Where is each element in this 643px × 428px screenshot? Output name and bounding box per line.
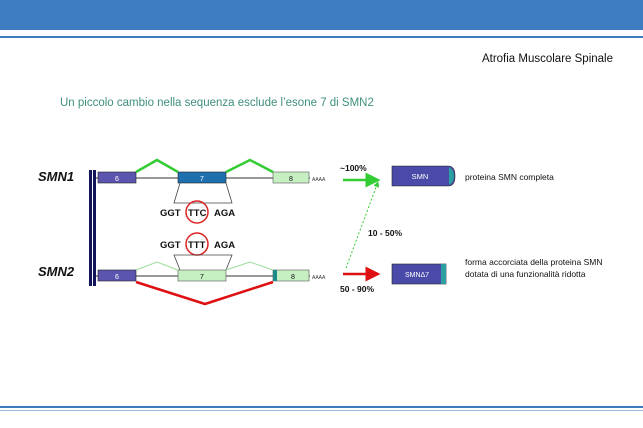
smn-protein-cap xyxy=(449,167,454,185)
footer-rule-thin xyxy=(0,410,643,411)
smn1-splice-6-7 xyxy=(135,158,179,174)
smn-protein-shape xyxy=(391,165,456,187)
smn2-exon-6-label: 6 xyxy=(115,274,119,281)
smn2-gene-label: SMN2 xyxy=(38,264,75,279)
smn-protein-label: SMN xyxy=(412,172,429,181)
smn2-exon-8-label: 8 xyxy=(291,274,295,281)
percent-smn2-delta: 50 - 90% xyxy=(340,284,374,294)
slide-subtitle: Un piccolo cambio nella sequenza esclude… xyxy=(60,97,374,109)
smn1-exon-8 xyxy=(272,171,310,184)
gene-bracket-left xyxy=(89,170,92,286)
top-title-bar xyxy=(0,0,643,30)
header-rule xyxy=(0,36,643,38)
smn-delta7-protein-label: SMNΔ7 xyxy=(405,272,429,279)
smn2-seq-mid: TTT xyxy=(188,240,206,251)
smn1-callout xyxy=(173,182,233,204)
smn1-polya-tail: AAAA xyxy=(312,177,326,183)
smn2-polya-tail: AAAA xyxy=(312,275,326,281)
smn1-exon-7 xyxy=(177,171,227,184)
smn2-splice-6-7 xyxy=(135,261,179,271)
gene-bracket-right xyxy=(93,170,96,286)
smn1-seq-right: AGA xyxy=(214,208,235,219)
smn1-splice-7-8 xyxy=(225,158,274,174)
smn2-to-smn-arrow xyxy=(345,181,380,269)
smn1-seq-left: GGT xyxy=(160,208,181,219)
smn1-exon-7-label: 7 xyxy=(200,176,204,183)
smn1-exon-8-label: 8 xyxy=(289,176,293,183)
smn1-exon-6-label: 6 xyxy=(115,176,119,183)
smn2-splice-7-8 xyxy=(225,261,274,271)
smn2-exon-6 xyxy=(97,269,137,282)
percent-smn2-full: 10 - 50% xyxy=(368,228,402,238)
slide-header-title: Atrofia Muscolare Spinale xyxy=(481,53,613,65)
smn2-seq-left: GGT xyxy=(160,240,181,251)
footer-rule xyxy=(0,406,643,408)
smn2-exon7-skipping-line xyxy=(135,280,274,306)
smn2-exon-7-label: 7 xyxy=(200,274,204,281)
smn-protein-description: proteina SMN completa xyxy=(465,172,554,182)
smn2-exon-8-marker xyxy=(273,270,277,281)
smn1-exon-6 xyxy=(97,171,137,184)
smn2-callout xyxy=(173,254,233,271)
percent-smn1-full: ~100% xyxy=(340,163,367,173)
smn1-mutation-circle xyxy=(185,200,209,224)
smn1-seq-mid: TTC xyxy=(188,208,207,219)
smn2-seq-right: AGA xyxy=(214,240,235,251)
smn-delta7-protein-cap xyxy=(441,264,446,284)
smn1-gene-label: SMN1 xyxy=(38,169,74,184)
smn-delta7-description: forma accorciata della proteina SMN dota… xyxy=(465,257,603,279)
smn2-exon-7 xyxy=(177,269,227,282)
